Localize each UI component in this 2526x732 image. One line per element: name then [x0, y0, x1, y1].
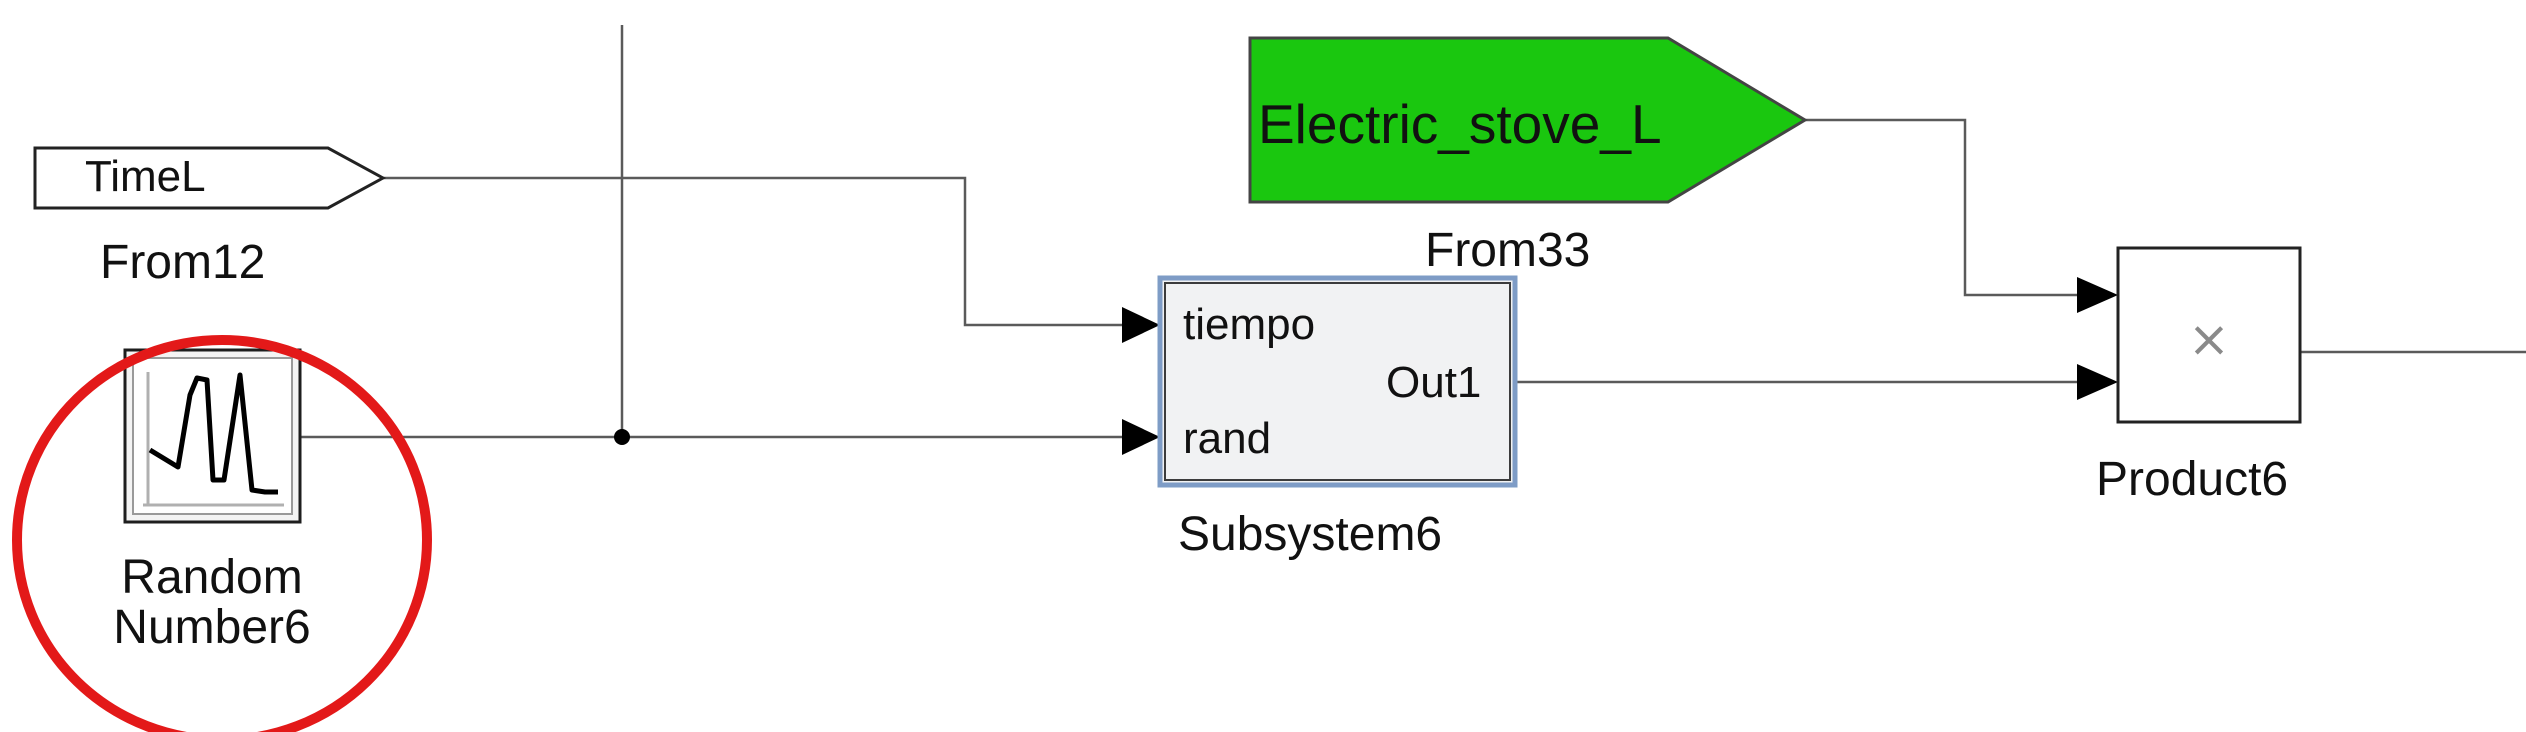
subsystem-block[interactable] — [1157, 275, 1518, 488]
from12-tag-text: TimeL — [85, 152, 206, 201]
product-block[interactable]: × — [2116, 246, 2302, 424]
signal-line-electric-stove-to-product[interactable] — [1805, 118, 2080, 297]
product-input2-arrow — [2077, 364, 2118, 400]
from33-tag-text: Electric_stove_L — [1258, 93, 1662, 155]
from33-name-label: From33 — [1425, 224, 1591, 277]
tiempo-input-arrow — [1122, 307, 1160, 343]
signal-line-timel-to-tiempo[interactable] — [383, 176, 1125, 327]
highlight-circle — [12, 335, 432, 732]
random-signal-icon — [143, 372, 284, 507]
rand-input-arrow — [1122, 419, 1160, 455]
random-number-name-line2: Number6 — [113, 601, 311, 655]
random-number-name-line1: Random — [121, 551, 303, 604]
random-number-name-label: Random Number6 — [92, 551, 332, 655]
subsystem-name-label: Subsystem6 — [1178, 508, 1443, 561]
from12-block[interactable] — [33, 146, 387, 210]
from33-block[interactable] — [1248, 36, 1808, 204]
product-name-label: Product6 — [2096, 453, 2289, 506]
subsystem-output-out1-label: Out1 — [1386, 358, 1482, 407]
product-input1-arrow — [2077, 277, 2118, 313]
branch-point — [614, 429, 630, 445]
from12-name-label: From12 — [100, 236, 266, 289]
subsystem-input-rand-label: rand — [1183, 414, 1272, 463]
multiply-icon: × — [2188, 310, 2230, 368]
random-number-block[interactable] — [123, 348, 302, 524]
subsystem-input-tiempo-label: tiempo — [1183, 300, 1316, 349]
